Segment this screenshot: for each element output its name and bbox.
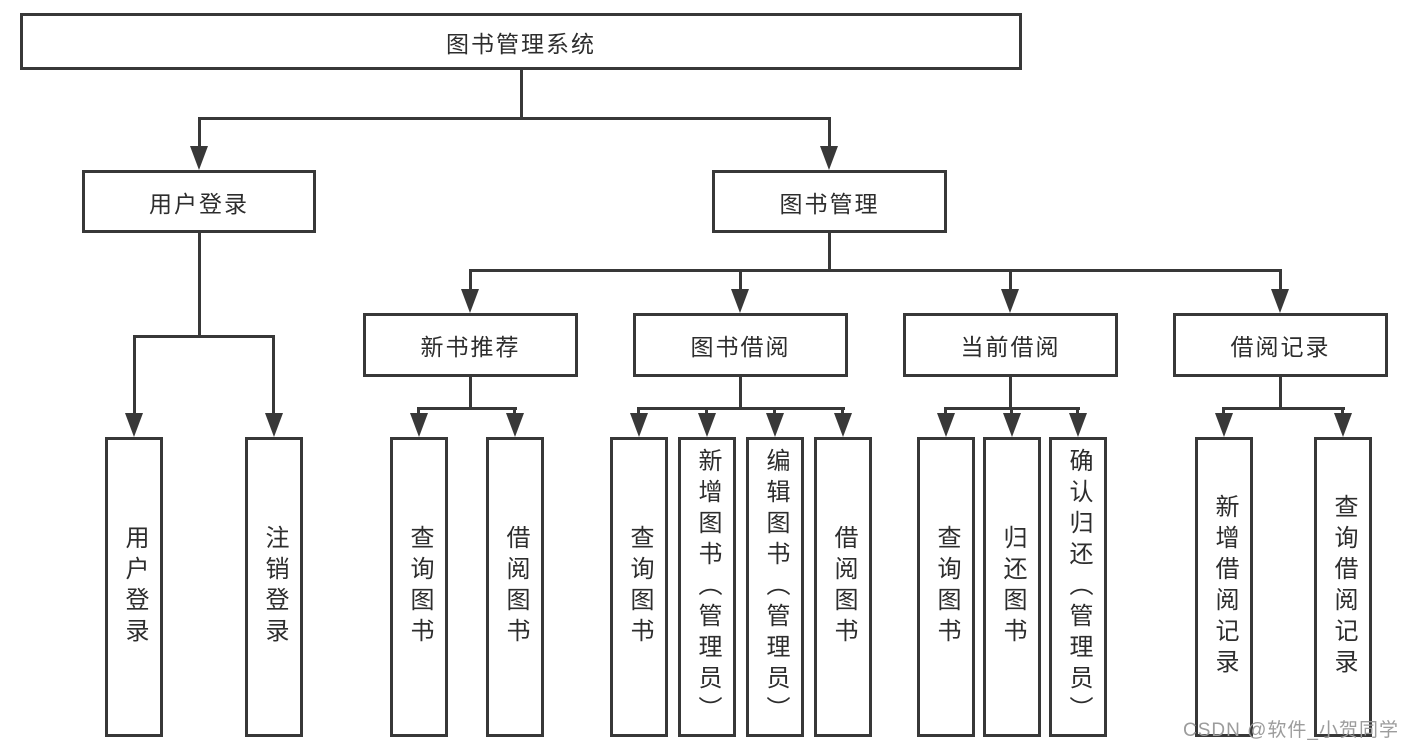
- arrow-down-icon: [1069, 413, 1087, 437]
- connector-line: [133, 335, 136, 415]
- node-label: 注销登录: [261, 525, 288, 649]
- connector-line: [944, 407, 947, 415]
- node-label: 图书管理: [779, 190, 880, 217]
- connector-line: [637, 407, 640, 415]
- connector-line: [520, 70, 523, 118]
- csdn-watermark: CSDN @软件_小贺同学: [1183, 720, 1399, 741]
- arrow-down-icon: [820, 146, 838, 170]
- leaf-current-confirm-return-admin: 确认归还（管理员）: [1049, 437, 1107, 737]
- connector-line: [828, 233, 831, 271]
- node-new-book-recommend: 新书推荐: [363, 313, 578, 377]
- connector-line: [198, 117, 831, 120]
- node-label: 当前借阅: [960, 334, 1061, 360]
- arrow-down-icon: [1001, 289, 1019, 313]
- connector-line: [417, 407, 517, 410]
- connector-line: [637, 407, 845, 410]
- leaf-records-query-record: 查询借阅记录: [1314, 437, 1372, 737]
- connector-line: [1222, 407, 1345, 410]
- node-user-login: 用户登录: [82, 170, 316, 233]
- connector-line: [739, 375, 742, 409]
- arrow-down-icon: [1215, 413, 1233, 437]
- arrow-down-icon: [1271, 289, 1289, 313]
- node-label: 确认归还（管理员）: [1065, 447, 1092, 727]
- arrow-down-icon: [410, 413, 428, 437]
- arrow-down-icon: [731, 289, 749, 313]
- node-label: 借阅图书: [502, 525, 529, 649]
- connector-line: [198, 117, 201, 148]
- arrow-down-icon: [125, 413, 143, 437]
- leaf-current-query-books: 查询图书: [917, 437, 975, 737]
- connector-line: [272, 335, 275, 415]
- arrow-down-icon: [937, 413, 955, 437]
- leaf-borrow-borrow-books: 借阅图书: [814, 437, 872, 737]
- leaf-records-add-record: 新增借阅记录: [1195, 437, 1253, 737]
- connector-line: [1009, 375, 1012, 409]
- node-label: 编辑图书（管理员）: [762, 447, 789, 727]
- connector-line: [1279, 269, 1282, 291]
- connector-line: [1222, 407, 1225, 415]
- arrow-down-icon: [834, 413, 852, 437]
- leaf-recommend-query-books: 查询图书: [390, 437, 448, 737]
- node-label: 归还图书: [999, 525, 1026, 649]
- connector-line: [705, 407, 708, 415]
- leaf-borrow-edit-book-admin: 编辑图书（管理员）: [746, 437, 804, 737]
- arrow-down-icon: [506, 413, 524, 437]
- connector-line: [133, 335, 275, 338]
- arrow-down-icon: [265, 413, 283, 437]
- node-label: 新增借阅记录: [1211, 494, 1238, 680]
- leaf-current-return-books: 归还图书: [983, 437, 1041, 737]
- node-book-management: 图书管理: [712, 170, 947, 233]
- node-label: 查询借阅记录: [1330, 494, 1357, 680]
- node-label: 新增图书（管理员）: [694, 447, 721, 727]
- leaf-borrow-query-books: 查询图书: [610, 437, 668, 737]
- arrow-down-icon: [1003, 413, 1021, 437]
- connector-line: [1010, 407, 1013, 415]
- connector-line: [828, 117, 831, 148]
- node-label: 查询图书: [626, 525, 653, 649]
- node-label: 图书借阅: [690, 334, 791, 360]
- connector-line: [513, 407, 516, 415]
- connector-line: [417, 407, 420, 415]
- arrow-down-icon: [766, 413, 784, 437]
- leaf-recommend-borrow-books: 借阅图书: [486, 437, 544, 737]
- node-label: 用户登录: [149, 190, 249, 217]
- connector-line: [1076, 407, 1079, 415]
- arrow-down-icon: [698, 413, 716, 437]
- connector-line: [1279, 375, 1282, 409]
- arrow-down-icon: [1334, 413, 1352, 437]
- connector-line: [773, 407, 776, 415]
- node-label: 图书管理系统: [446, 30, 596, 57]
- node-library-management-system: 图书管理系统: [20, 13, 1022, 70]
- node-borrowing-records: 借阅记录: [1173, 313, 1388, 377]
- node-label: 查询图书: [933, 525, 960, 649]
- connector-line: [469, 269, 472, 291]
- node-label: 借阅记录: [1230, 334, 1331, 360]
- connector-line: [1009, 269, 1012, 291]
- connector-line: [469, 269, 1282, 272]
- node-current-borrowing: 当前借阅: [903, 313, 1118, 377]
- leaf-user-login: 用户登录: [105, 437, 163, 737]
- connector-line: [469, 375, 472, 409]
- arrow-down-icon: [190, 146, 208, 170]
- node-label: 借阅图书: [830, 525, 857, 649]
- node-label: 查询图书: [406, 525, 433, 649]
- connector-line: [841, 407, 844, 415]
- connector-line: [198, 233, 201, 338]
- node-book-borrowing: 图书借阅: [633, 313, 848, 377]
- arrow-down-icon: [630, 413, 648, 437]
- connector-line: [1341, 407, 1344, 415]
- node-label: 用户登录: [121, 525, 148, 649]
- connector-line: [739, 269, 742, 291]
- leaf-logout: 注销登录: [245, 437, 303, 737]
- leaf-borrow-add-book-admin: 新增图书（管理员）: [678, 437, 736, 737]
- node-label: 新书推荐: [420, 334, 521, 360]
- arrow-down-icon: [461, 289, 479, 313]
